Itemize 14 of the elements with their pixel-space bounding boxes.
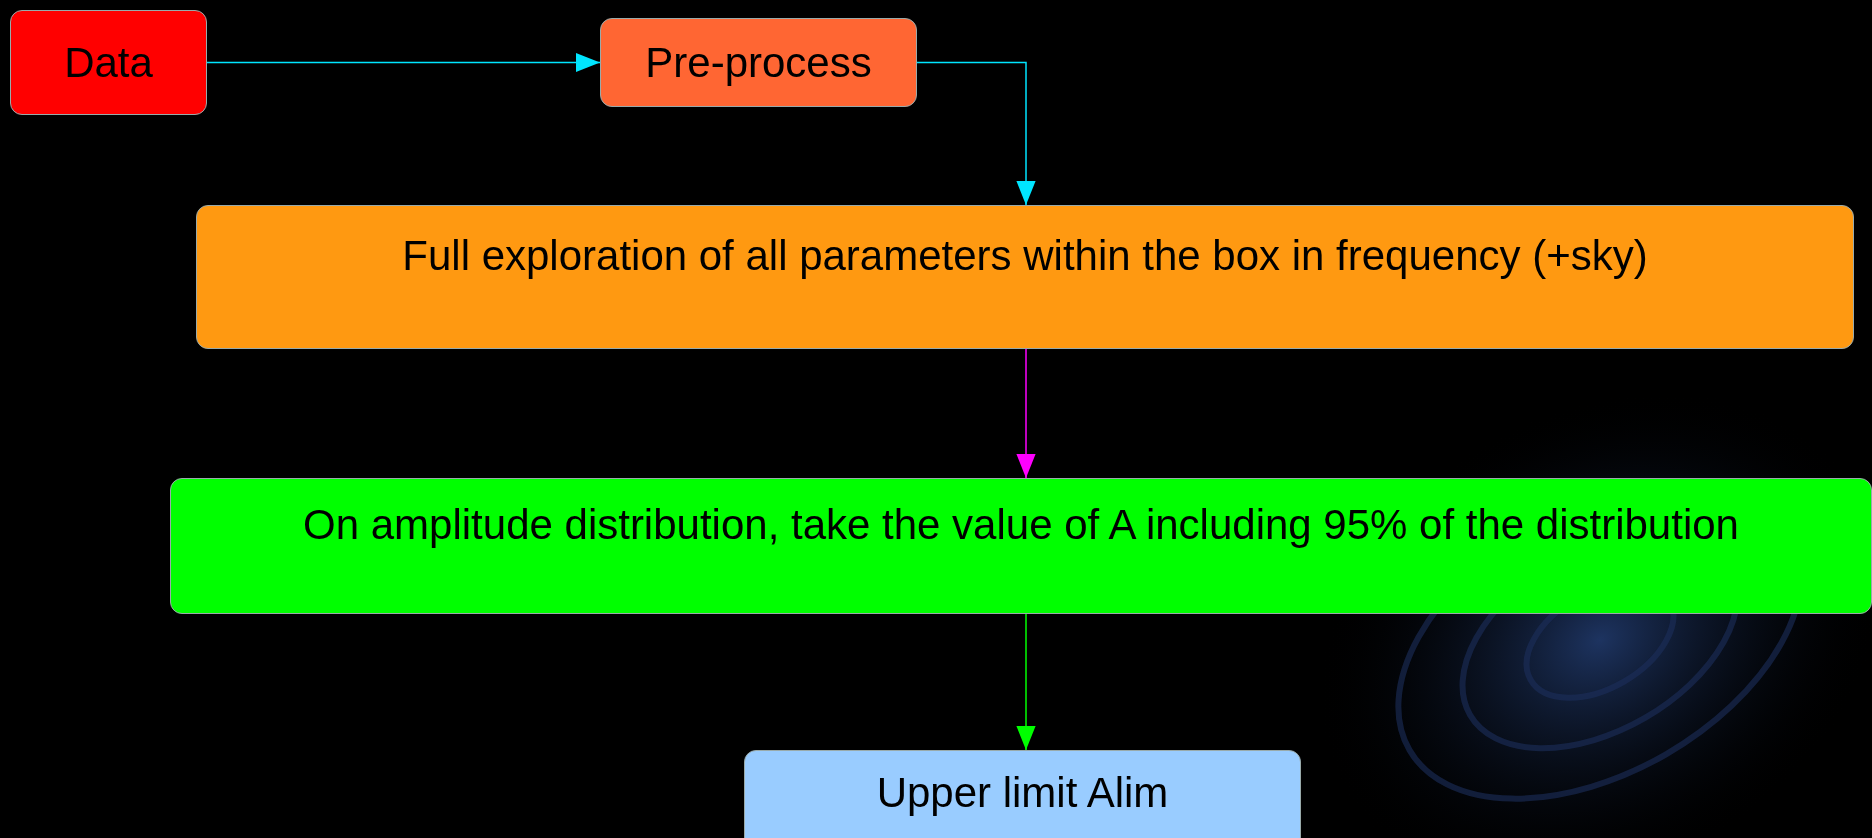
arrow [1016, 348, 1036, 479]
process-box [744, 750, 1301, 838]
box-label: On amplitude distribution, take the value of A including 95% of the distribution [303, 501, 1739, 549]
process-box [10, 10, 207, 115]
process-box [196, 205, 1854, 349]
arrow [1016, 613, 1036, 751]
box-label: Upper limit Alim [876, 769, 1169, 817]
arrow [206, 52, 601, 73]
process-box [600, 18, 917, 107]
process-box [170, 478, 1872, 614]
box-label: Full exploration of all parameters within the box in frequency (+sky) [402, 232, 1648, 280]
box-label: Pre-process [645, 38, 872, 87]
arrow [916, 61, 1036, 206]
box-label: Data [64, 38, 153, 87]
